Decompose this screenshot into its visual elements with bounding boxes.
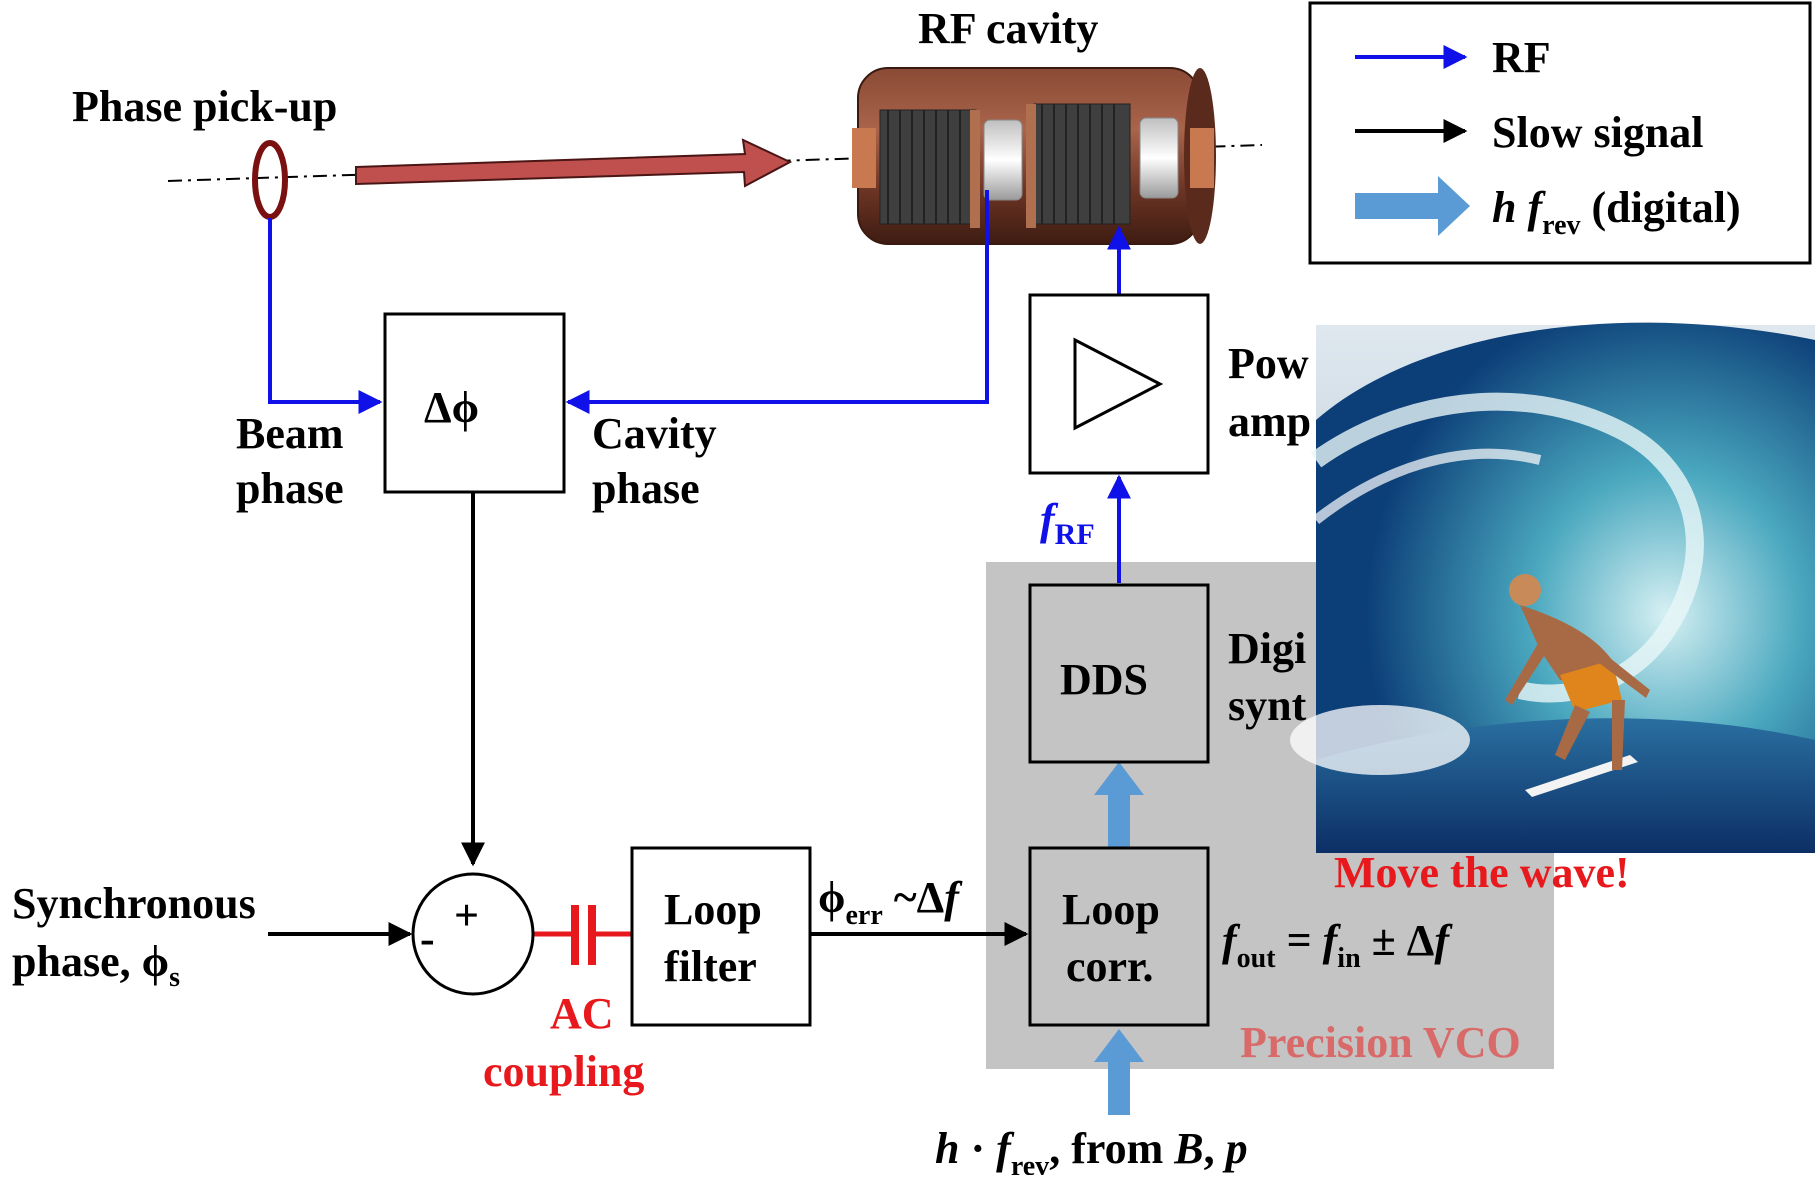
cavity-phase-line <box>565 190 989 414</box>
precision-vco-label: Precision VCO <box>1240 1018 1521 1067</box>
loopcorr-to-dds-arrow <box>1094 762 1144 848</box>
beam-arrow <box>355 138 793 188</box>
digital-synth-label-1: Digi <box>1228 624 1306 673</box>
power-amp-label-1: Pow <box>1228 339 1309 388</box>
ac-coupling-label-1: AC <box>550 989 614 1038</box>
loop-corr-label-1: Loop <box>1062 885 1160 934</box>
delta-phi-box <box>383 312 566 494</box>
legend-digital-label: h frev (digital) <box>1492 183 1741 241</box>
legend-digital-swatch <box>1355 176 1470 236</box>
beam-phase-label-2: phase <box>236 464 344 513</box>
surfer-wave-image <box>1290 322 1815 853</box>
dds-label: DDS <box>1060 655 1148 704</box>
power-amp-box <box>1028 293 1210 475</box>
hfrev-input-arrow <box>1094 1029 1144 1115</box>
digital-synth-label-2: synt <box>1228 681 1307 730</box>
legend-slow-label: Slow signal <box>1492 108 1704 157</box>
ac-coupling-label-2: coupling <box>483 1047 644 1096</box>
amplifier-triangle-icon <box>1073 337 1164 431</box>
summer-plus-sign: + <box>454 891 479 940</box>
synchronous-label-2: phase, ϕs <box>12 937 180 993</box>
loop-filter-label-1: Loop <box>664 885 762 934</box>
loop-filter-box <box>630 846 812 1027</box>
beam-phase-label-1: Beam <box>236 409 344 458</box>
loop-corr-box <box>1028 846 1210 1027</box>
ac-coupling-capacitor <box>534 905 632 965</box>
power-amp-label-2: amp <box>1228 397 1311 446</box>
fout-equation-label: fout = fin ± Δf <box>1222 916 1453 974</box>
summing-junction <box>411 872 535 996</box>
loop-filter-label-2: filter <box>664 942 757 991</box>
hfrev-input-label: h · frev, from B, p <box>935 1124 1248 1175</box>
surfer-figure <box>1505 574 1650 797</box>
rf-cavity <box>852 67 1216 245</box>
legend-rf-label: RF <box>1492 33 1551 82</box>
f-rf-label: fRF <box>1040 495 1095 551</box>
delta-phi-label: Δϕ <box>424 383 479 432</box>
beam-phase-line <box>268 218 383 414</box>
phi-err-label: ϕerr ~Δf <box>818 873 963 931</box>
summer-minus-sign: - <box>420 914 435 963</box>
cavity-phase-label-1: Cavity <box>592 409 717 458</box>
dds-box <box>1028 583 1210 764</box>
synchronous-label-1: Synchronous <box>12 879 256 928</box>
rf-cavity-label: RF cavity <box>918 4 1098 53</box>
loop-corr-label-2: corr. <box>1066 942 1154 991</box>
phase-pickup-ring <box>252 140 288 220</box>
cavity-phase-label-2: phase <box>592 464 700 513</box>
legend: RF Slow signal h frev (digital) <box>1308 1 1812 265</box>
move-the-wave-label: Move the wave! <box>1334 848 1630 897</box>
phase-pickup-label: Phase pick-up <box>72 82 337 131</box>
